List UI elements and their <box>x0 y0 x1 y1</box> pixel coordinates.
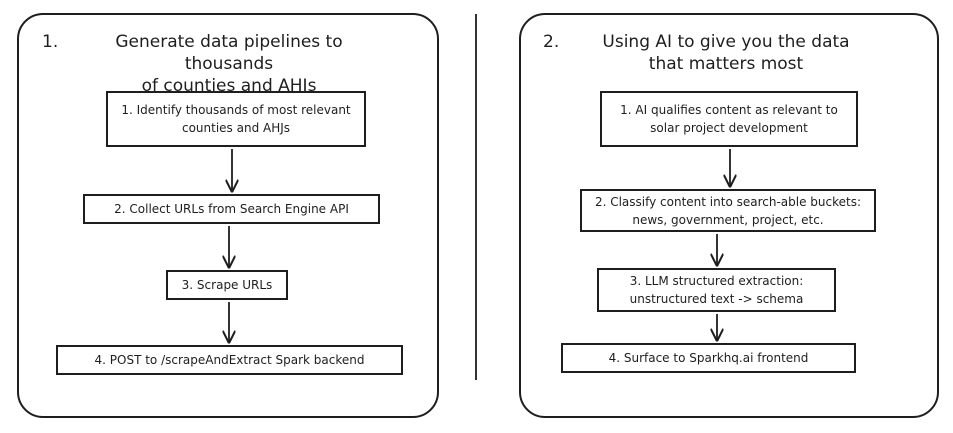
divider-line <box>475 14 477 380</box>
right-step-1-box: 1. AI qualifies content as relevant to s… <box>600 91 858 147</box>
right-step-3-box: 3. LLM structured extraction: unstructur… <box>597 268 836 312</box>
left-step-1-box: 1. Identify thousands of most relevant c… <box>106 91 366 147</box>
left-step-3-box: 3. Scrape URLs <box>166 270 288 300</box>
right-panel-title: Using AI to give you the data that matte… <box>602 32 850 74</box>
left-panel-title: Generate data pipelines to thousands of … <box>115 32 343 96</box>
left-panel-number: 1. <box>42 32 59 52</box>
right-panel-number: 2. <box>543 32 560 52</box>
right-step-4-box: 4. Surface to Sparkhq.ai frontend <box>561 343 856 373</box>
left-step-2-box: 2. Collect URLs from Search Engine API <box>83 194 380 224</box>
right-step-2-box: 2. Classify content into search-able buc… <box>580 189 876 232</box>
left-step-4-box: 4. POST to /scrapeAndExtract Spark backe… <box>56 345 403 375</box>
